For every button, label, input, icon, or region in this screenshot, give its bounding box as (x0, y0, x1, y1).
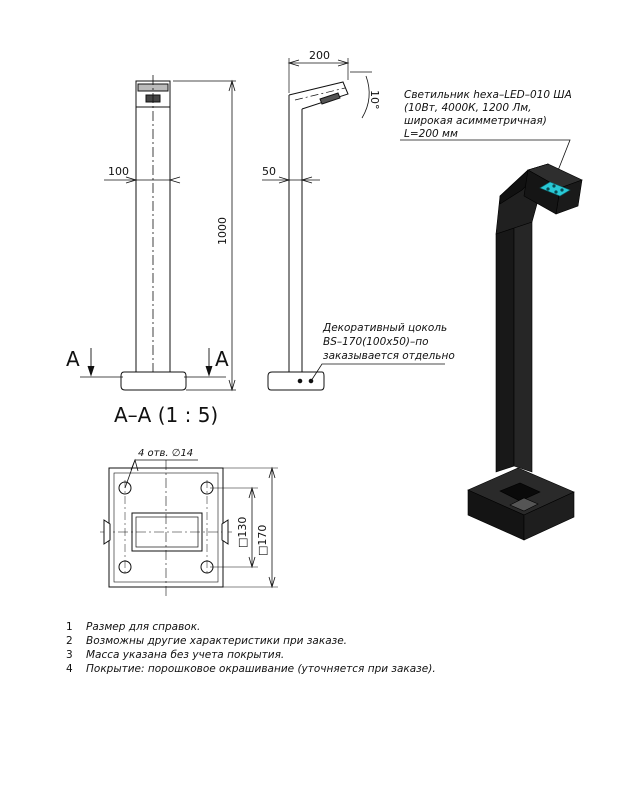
note-number: 4 (66, 663, 73, 675)
dim-side-width: 50 (262, 165, 276, 178)
note-text: Масса указана без учета покрытия. (86, 649, 285, 661)
note-text: Возможны другие характеристики при заказ… (86, 635, 348, 647)
section-title: А–А (1 : 5) (114, 403, 218, 427)
plinth-callout-line-2: BS–170(100x50)–по (323, 336, 429, 348)
section-plan (100, 458, 278, 596)
note-item: 2 Возможны другие характеристики при зака… (66, 634, 436, 648)
dim-inner-square: □130 (236, 517, 249, 548)
note-item: 3 Масса указана без учета покрытия. (66, 648, 436, 662)
note-item: 1 Размер для справок. (66, 620, 436, 634)
dim-front-width: 100 (108, 165, 129, 178)
plinth-callout-line-1: Декоративный цоколь (322, 322, 447, 334)
luminaire-callout-line-3: широкая асимметричная) (404, 115, 547, 127)
holes-callout: 4 отв. ∅14 (138, 448, 193, 459)
note-text: Размер для справок. (86, 621, 201, 633)
lamp-render (467, 163, 583, 541)
notes-list: 1 Размер для справок. 2 Возможны другие ха… (66, 620, 436, 676)
section-mark-left: A (66, 347, 80, 371)
note-number: 3 (66, 649, 73, 661)
luminaire-callout-line-1: Светильник hexa–LED–010 ША (404, 89, 572, 101)
luminaire-callout-line-2: (10Вт, 4000К, 1200 Лм, (404, 102, 532, 114)
dim-top-offset: 200 (309, 49, 330, 62)
note-item: 4 Покрытие: порошковое окрашивание (уточн… (66, 662, 436, 676)
dim-outer-square: □170 (256, 525, 269, 556)
note-number: 2 (66, 635, 73, 647)
luminaire-callout-line-4: L=200 мм (404, 128, 458, 140)
dim-height: 1000 (216, 217, 229, 245)
plinth-callout-line-3: заказывается отдельно (323, 350, 455, 362)
note-number: 1 (66, 621, 73, 633)
section-mark-right: A (215, 347, 229, 371)
dim-tilt: 10° (368, 90, 381, 110)
front-view (80, 75, 236, 392)
note-text: Покрытие: порошковое окрашивание (уточня… (86, 663, 436, 675)
